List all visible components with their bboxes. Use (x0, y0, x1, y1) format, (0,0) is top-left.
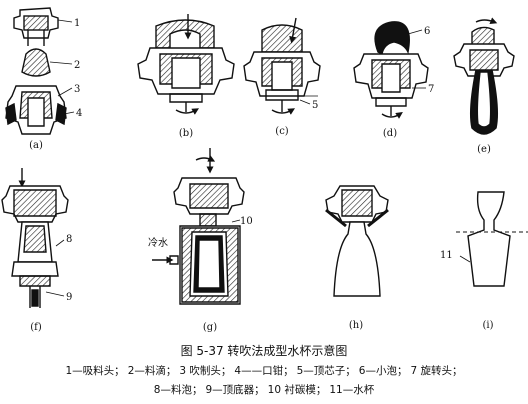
callout-9: 9 (66, 292, 72, 303)
panel-label-i: (i) (482, 320, 493, 331)
panel-d-drawing (353, 21, 429, 119)
callout-11: 11 (440, 250, 453, 261)
callout-10: 10 (240, 216, 253, 227)
panel-label-g: (g) (203, 322, 217, 333)
panel-c-drawing (243, 17, 321, 115)
legend-item: 6—小泡； (358, 365, 408, 377)
panel-label-c: (c) (275, 126, 289, 137)
panel-label-f: (f) (30, 322, 42, 333)
legend-item: 8—料泡； (153, 384, 203, 396)
callout-4: 4 (76, 108, 82, 119)
panel-f-drawing (1, 168, 69, 308)
panel-label-h: (h) (349, 320, 363, 331)
panel-a-drawing (5, 7, 67, 135)
legend-item: 3 吹制头； (179, 365, 232, 377)
callout-8: 8 (66, 234, 72, 245)
callout-2: 2 (74, 60, 80, 71)
callout-labels: 1 2 3 4 5 6 7 8 9 10 11 (66, 18, 453, 303)
panel-label-d: (d) (383, 128, 397, 139)
legend-line-2: 8—料泡；9—顶底器；10 衬碳模；11—水杯 (0, 382, 528, 397)
callout-7: 7 (428, 84, 434, 95)
panel-b-drawing (137, 14, 235, 115)
callout-3: 3 (74, 84, 80, 95)
legend-item: 10 衬碳模； (267, 384, 327, 396)
panel-label-e: (e) (477, 144, 491, 155)
legend-item: 1—吸料头； (65, 365, 125, 377)
legend-line-1: 1—吸料头；2—料滴；3 吹制头；4——口钳；5—顶芯子；6—小泡；7 旋转头； (0, 363, 528, 378)
panel-g-drawing (152, 148, 245, 305)
callout-6: 6 (424, 26, 430, 37)
legend-item: 9—顶底器； (205, 384, 265, 396)
panel-label-a: (a) (29, 140, 43, 151)
panel-labels: (a) (b) (c) (d) (e) (f) (g) (h) (i) (29, 126, 493, 333)
cold-water-label: 冷水 (148, 236, 168, 249)
callout-1: 1 (74, 18, 80, 29)
legend-item: 5—顶芯子； (296, 365, 356, 377)
legend-item: 4——口钳； (234, 365, 294, 377)
figure-caption: 图 5-37 转吹法成型水杯示意图 (180, 344, 348, 358)
panel-h-drawing (325, 185, 389, 297)
legend-item: 2—料滴； (127, 365, 177, 377)
panel-e-drawing (453, 17, 515, 135)
legend-item: 7 旋转头； (410, 365, 463, 377)
leader-lines (45, 19, 471, 297)
panel-label-b: (b) (179, 128, 193, 139)
panel-i-drawing (456, 191, 528, 287)
callout-5: 5 (312, 100, 318, 111)
legend-item: 11—水杯 (329, 384, 375, 396)
